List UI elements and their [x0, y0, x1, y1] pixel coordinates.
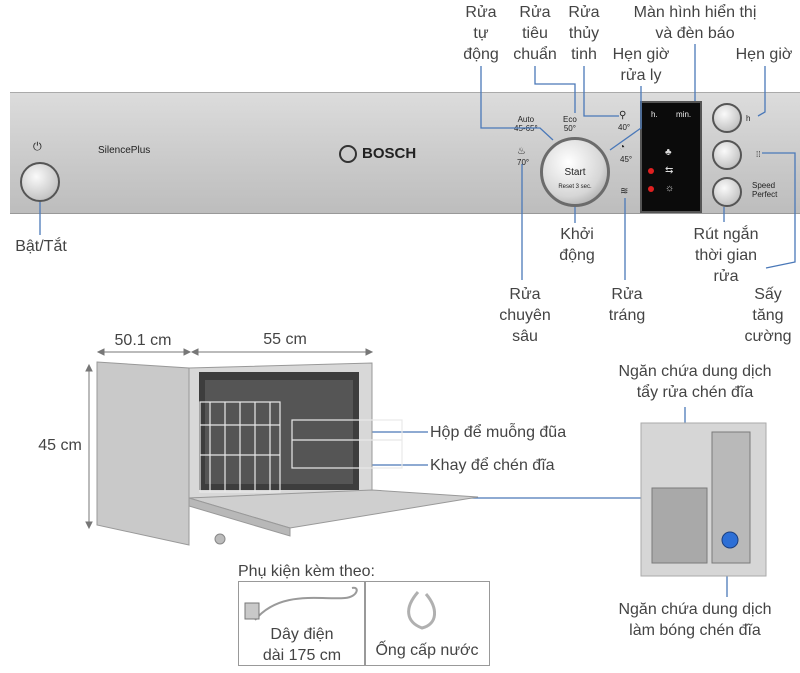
- salt-icon: ⇆: [665, 165, 674, 176]
- leader-extra-dry: [762, 152, 796, 269]
- leader-glass: [583, 66, 619, 117]
- sun-icon: ☼: [665, 183, 675, 194]
- bosch-logo-icon: [339, 145, 357, 163]
- salt-led: [648, 186, 654, 192]
- program-dial[interactable]: [540, 137, 610, 207]
- accessory-cord-box: [238, 581, 366, 666]
- callout-standard-wash: Rửa tiêu chuẩn: [513, 4, 557, 63]
- rinse-aid-led: [648, 168, 654, 174]
- callout-start: Khởi động: [559, 226, 595, 264]
- callout-display: Màn hình hiển thị và đèn báo: [633, 4, 757, 42]
- accessory-hose-box: [364, 581, 490, 666]
- width-dimension: 55 cm: [263, 331, 307, 348]
- depth-dimension: 50.1 cm: [114, 332, 172, 349]
- callout-glass-wash: Rửa thủy tinh: [568, 4, 600, 63]
- speed-perfect-label: Speed Perfect: [752, 181, 778, 199]
- detergent-compartment-label: Ngăn chứa dung dịch tẩy rửa chén đĩa: [618, 363, 772, 401]
- callout-intensive: Rửa chuyên sâu: [499, 286, 551, 345]
- height-dimension: 45 cm: [38, 437, 82, 454]
- callout-glass-timer: Hẹn giờ rửa ly: [612, 46, 670, 84]
- dish-rack-label: Khay để chén đĩa: [430, 457, 555, 474]
- leader-auto: [480, 66, 554, 141]
- glass-program-temp: 40°: [618, 123, 631, 132]
- power-symbol-icon: ⏻: [33, 141, 42, 153]
- status-display: [640, 101, 702, 213]
- speed-perfect-button[interactable]: [712, 177, 742, 207]
- dispenser-photo: [640, 422, 767, 577]
- callout-speed: Rút ngắn thời gian rửa: [693, 226, 759, 285]
- rinse-program-icon: ≋: [620, 186, 629, 197]
- timer-clock-icon: h: [746, 114, 751, 123]
- reset-label: Reset 3 sec.: [558, 184, 592, 190]
- extra-dry-icon: ⁞⁞: [756, 150, 761, 159]
- display-minutes: min.: [676, 110, 692, 119]
- power-button[interactable]: [20, 162, 60, 202]
- rinse-aid-compartment-label: Ngăn chứa dung dịch làm bóng chén đĩa: [618, 601, 772, 639]
- water-hose-icon: [407, 591, 436, 630]
- rinse-aid-icon: ♣: [665, 147, 672, 158]
- callout-timer: Hẹn giờ: [735, 46, 793, 63]
- brand-logo: BOSCH: [362, 145, 417, 162]
- intensive-program-temp: 70°: [517, 158, 530, 167]
- callout-auto-wash: Rửa tự động: [463, 4, 499, 63]
- model-label: SilencePlus: [98, 145, 151, 156]
- callout-rinse: Rửa tráng: [608, 286, 646, 324]
- leader-timer: [757, 66, 766, 117]
- quick-program-temp: 45°: [620, 155, 633, 164]
- accessories-title: Phụ kiện kèm theo:: [238, 563, 375, 580]
- extra-dry-button[interactable]: [712, 140, 742, 170]
- glass-program-icon: ⚲: [619, 110, 627, 121]
- timer-button[interactable]: [712, 103, 742, 133]
- quick-program-icon: ◔: [619, 142, 626, 153]
- intensive-program-icon: ♨: [517, 146, 526, 157]
- leader-eco: [534, 66, 576, 113]
- power-cord-icon: [244, 586, 358, 621]
- accessory-hose-label: Ống cấp nước: [375, 642, 479, 659]
- eco-program-label: Eco 50°: [563, 115, 577, 133]
- display-hours: h.: [651, 110, 658, 119]
- callout-extra-dry: Sấy tăng cường: [744, 286, 792, 345]
- accessory-cord-label: Dây điện dài 175 cm: [262, 626, 342, 664]
- dishwasher-illustration: [96, 361, 479, 546]
- leader-glass-timer: [609, 86, 642, 151]
- start-button-label: Start: [564, 167, 586, 178]
- cutlery-box-label: Hộp để muỗng đũa: [430, 424, 567, 441]
- callout-power: Bật/Tắt: [15, 238, 67, 255]
